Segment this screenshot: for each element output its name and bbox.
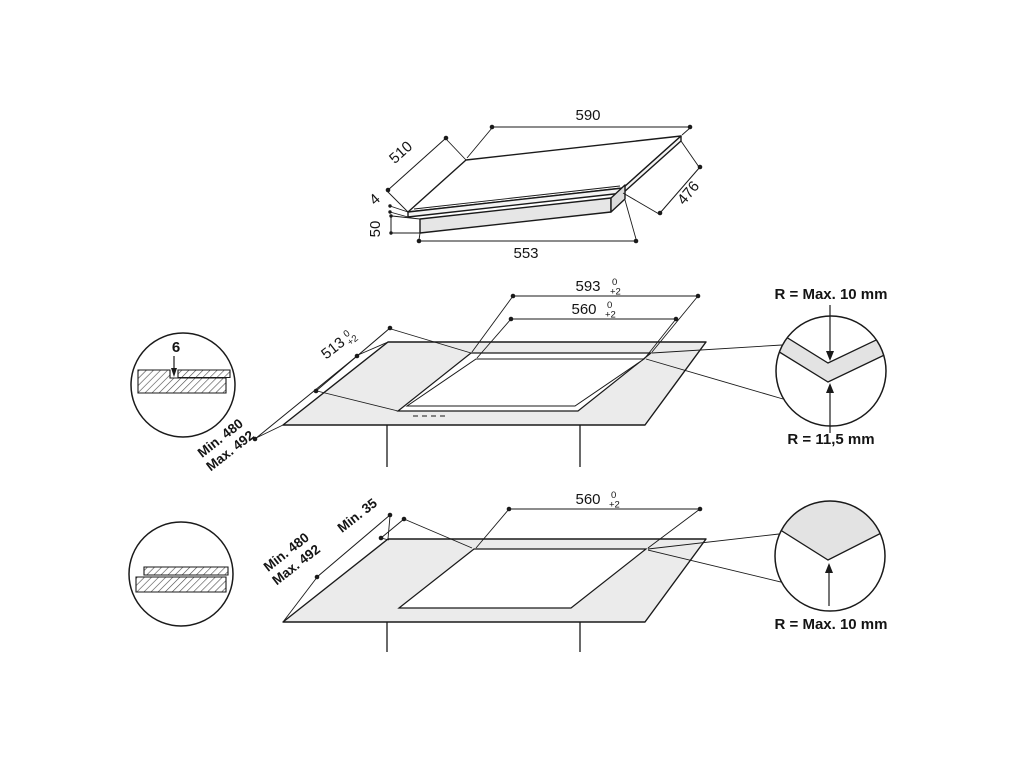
dim-50: 50 [367, 214, 421, 238]
dim-476-label: 476 [674, 178, 703, 208]
dim-593: 593 0 +2 [471, 277, 701, 353]
ledge-band [776, 327, 886, 382]
dim-560-surface: 560 0 +2 [475, 490, 703, 549]
detail-circle-groove: 6 [130, 332, 236, 438]
dim-590: 590 [466, 107, 693, 159]
dim-593-tol-bottom: +2 [610, 287, 621, 298]
radius-outer-arrow [826, 351, 834, 361]
dim-4: 4 [366, 191, 409, 218]
cutout-inner-hole [405, 358, 646, 407]
dim-4-label: 4 [366, 191, 384, 209]
dim-560-tol-bottom: +2 [605, 310, 616, 321]
leader-line-upper-2 [647, 533, 780, 550]
hob-glass-section-flush [177, 369, 231, 379]
leader-line-lower-2 [647, 549, 782, 583]
hob-glass-bevel-line [413, 185, 621, 210]
dim-560-surface-tol-bottom: +2 [609, 500, 620, 511]
countertop-section-surface [135, 576, 227, 593]
radius-max-label: R = Max. 10 mm [775, 616, 888, 633]
dim-560-flush: 560 0 +2 [476, 300, 679, 359]
hob-glass-section-surface [143, 566, 229, 576]
dim-513-tol-top: 0 [341, 328, 352, 340]
dim-560-surface-label: 560 [575, 491, 600, 508]
detail-circle-radius-flush: R = Max. 10 mm R = 11,5 mm [645, 286, 888, 448]
detail-circle-radius-surface-frame [774, 500, 886, 612]
radius-inner-arrow [826, 383, 834, 393]
dim-593-tol-top: 0 [612, 277, 617, 288]
dim-513-tol-bottom: +2 [345, 333, 360, 348]
detail-circle-radius-flush-frame [775, 315, 887, 427]
dim-590-label: 590 [575, 107, 600, 124]
dim-553: 553 [416, 199, 639, 262]
dim-560-tol-top: 0 [607, 300, 612, 311]
leader-line-upper [651, 344, 783, 354]
dim-560-label: 560 [571, 301, 596, 318]
flush-mount-cutout-view: 593 0 +2 560 0 +2 513 0 +2 [130, 277, 888, 474]
groove-depth-arrow [171, 368, 177, 377]
radius-max-arrow [825, 563, 833, 573]
detail-circle-surface-section [128, 521, 234, 627]
dim-50-label: 50 [367, 221, 384, 238]
groove-depth-label: 6 [172, 339, 180, 356]
dim-593-label: 593 [575, 278, 600, 295]
dim-510-label: 510 [386, 138, 416, 167]
hob-3d-view: 590 553 510 476 [366, 107, 703, 262]
hob-base-right-face [610, 184, 626, 213]
detail-circle-radius-surface: R = Max. 10 mm [647, 500, 888, 633]
dim-560-surface-tol-top: 0 [611, 490, 616, 501]
dim-553-label: 553 [513, 245, 538, 262]
leader-line-lower [645, 358, 784, 400]
radius-outer-label: R = Max. 10 mm [775, 286, 888, 303]
surface-mount-cutout-view: 560 0 +2 Min. 35 Min. 480 Max. 492 [128, 490, 888, 652]
dim-513-label: 513 [318, 334, 348, 363]
radius-inner-label: R = 11,5 mm [787, 431, 874, 448]
cutout-hole-surface [397, 548, 648, 609]
